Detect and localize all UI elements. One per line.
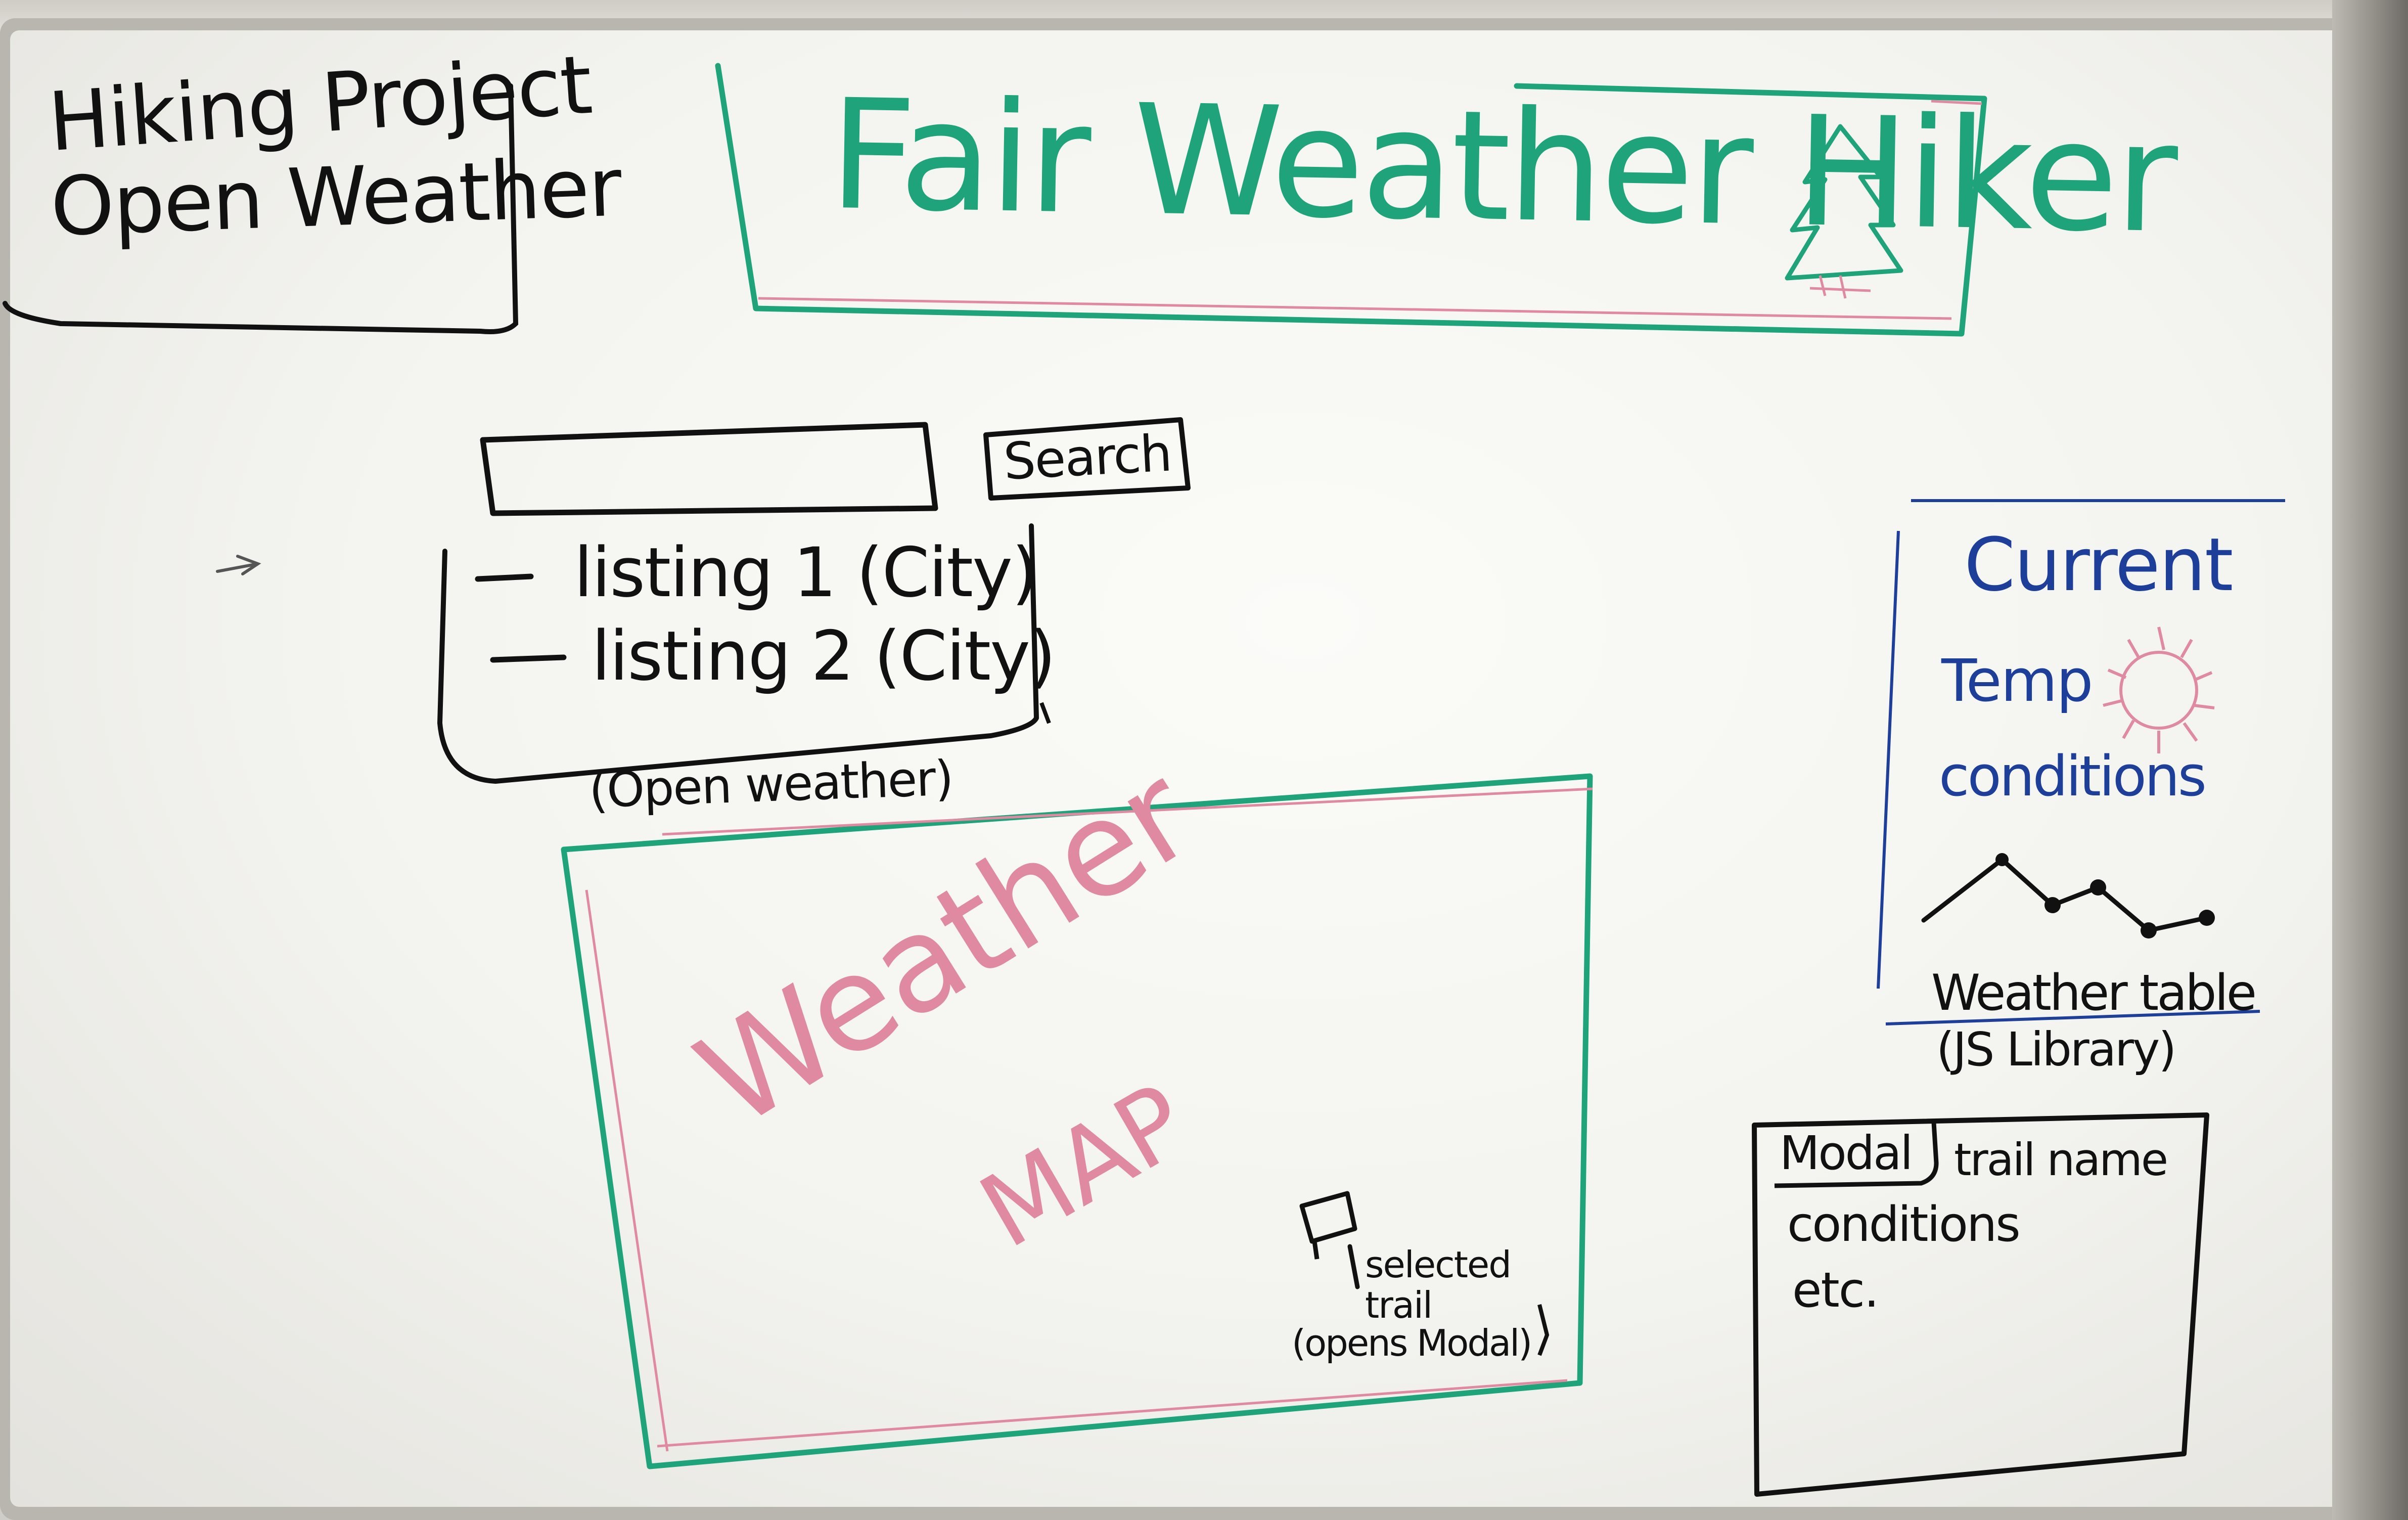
marker-note-selected: selected	[1365, 1243, 1512, 1286]
marker-note-opens-modal: (opens Modal)	[1292, 1322, 1532, 1364]
page-title: Fair Weather Hiker	[828, 66, 2176, 267]
js-library-note: (JS Library)	[1936, 1022, 2176, 1077]
marker-note-trail: trail	[1365, 1284, 1433, 1326]
current-conditions-label: conditions	[1939, 744, 2207, 809]
modal-conditions: conditions	[1787, 1197, 2021, 1253]
weather-table-label: Weather table	[1931, 964, 2257, 1022]
wall-edge	[2332, 0, 2408, 1520]
search-button[interactable]: Search	[1002, 423, 1173, 491]
listings-source-note: (Open weather)	[588, 750, 954, 819]
modal-etc: etc.	[1792, 1263, 1879, 1318]
listing-item-1[interactable]: listing 1 (City)	[574, 533, 1038, 612]
listing-item-2[interactable]: listing 2 (City)	[592, 616, 1056, 696]
weather-chart	[1921, 855, 2214, 935]
apis-line-open-weather: Open Weather	[49, 140, 622, 254]
modal-tab-label: Modal	[1780, 1126, 1913, 1180]
current-panel-title: Current	[1964, 522, 2234, 608]
search-input[interactable]	[498, 445, 923, 503]
sun-icon	[2103, 627, 2217, 753]
flag-icon[interactable]	[1299, 1191, 1360, 1262]
modal-trail-name: trail name	[1954, 1134, 2168, 1186]
current-temp-label: Temp	[1941, 647, 2093, 715]
